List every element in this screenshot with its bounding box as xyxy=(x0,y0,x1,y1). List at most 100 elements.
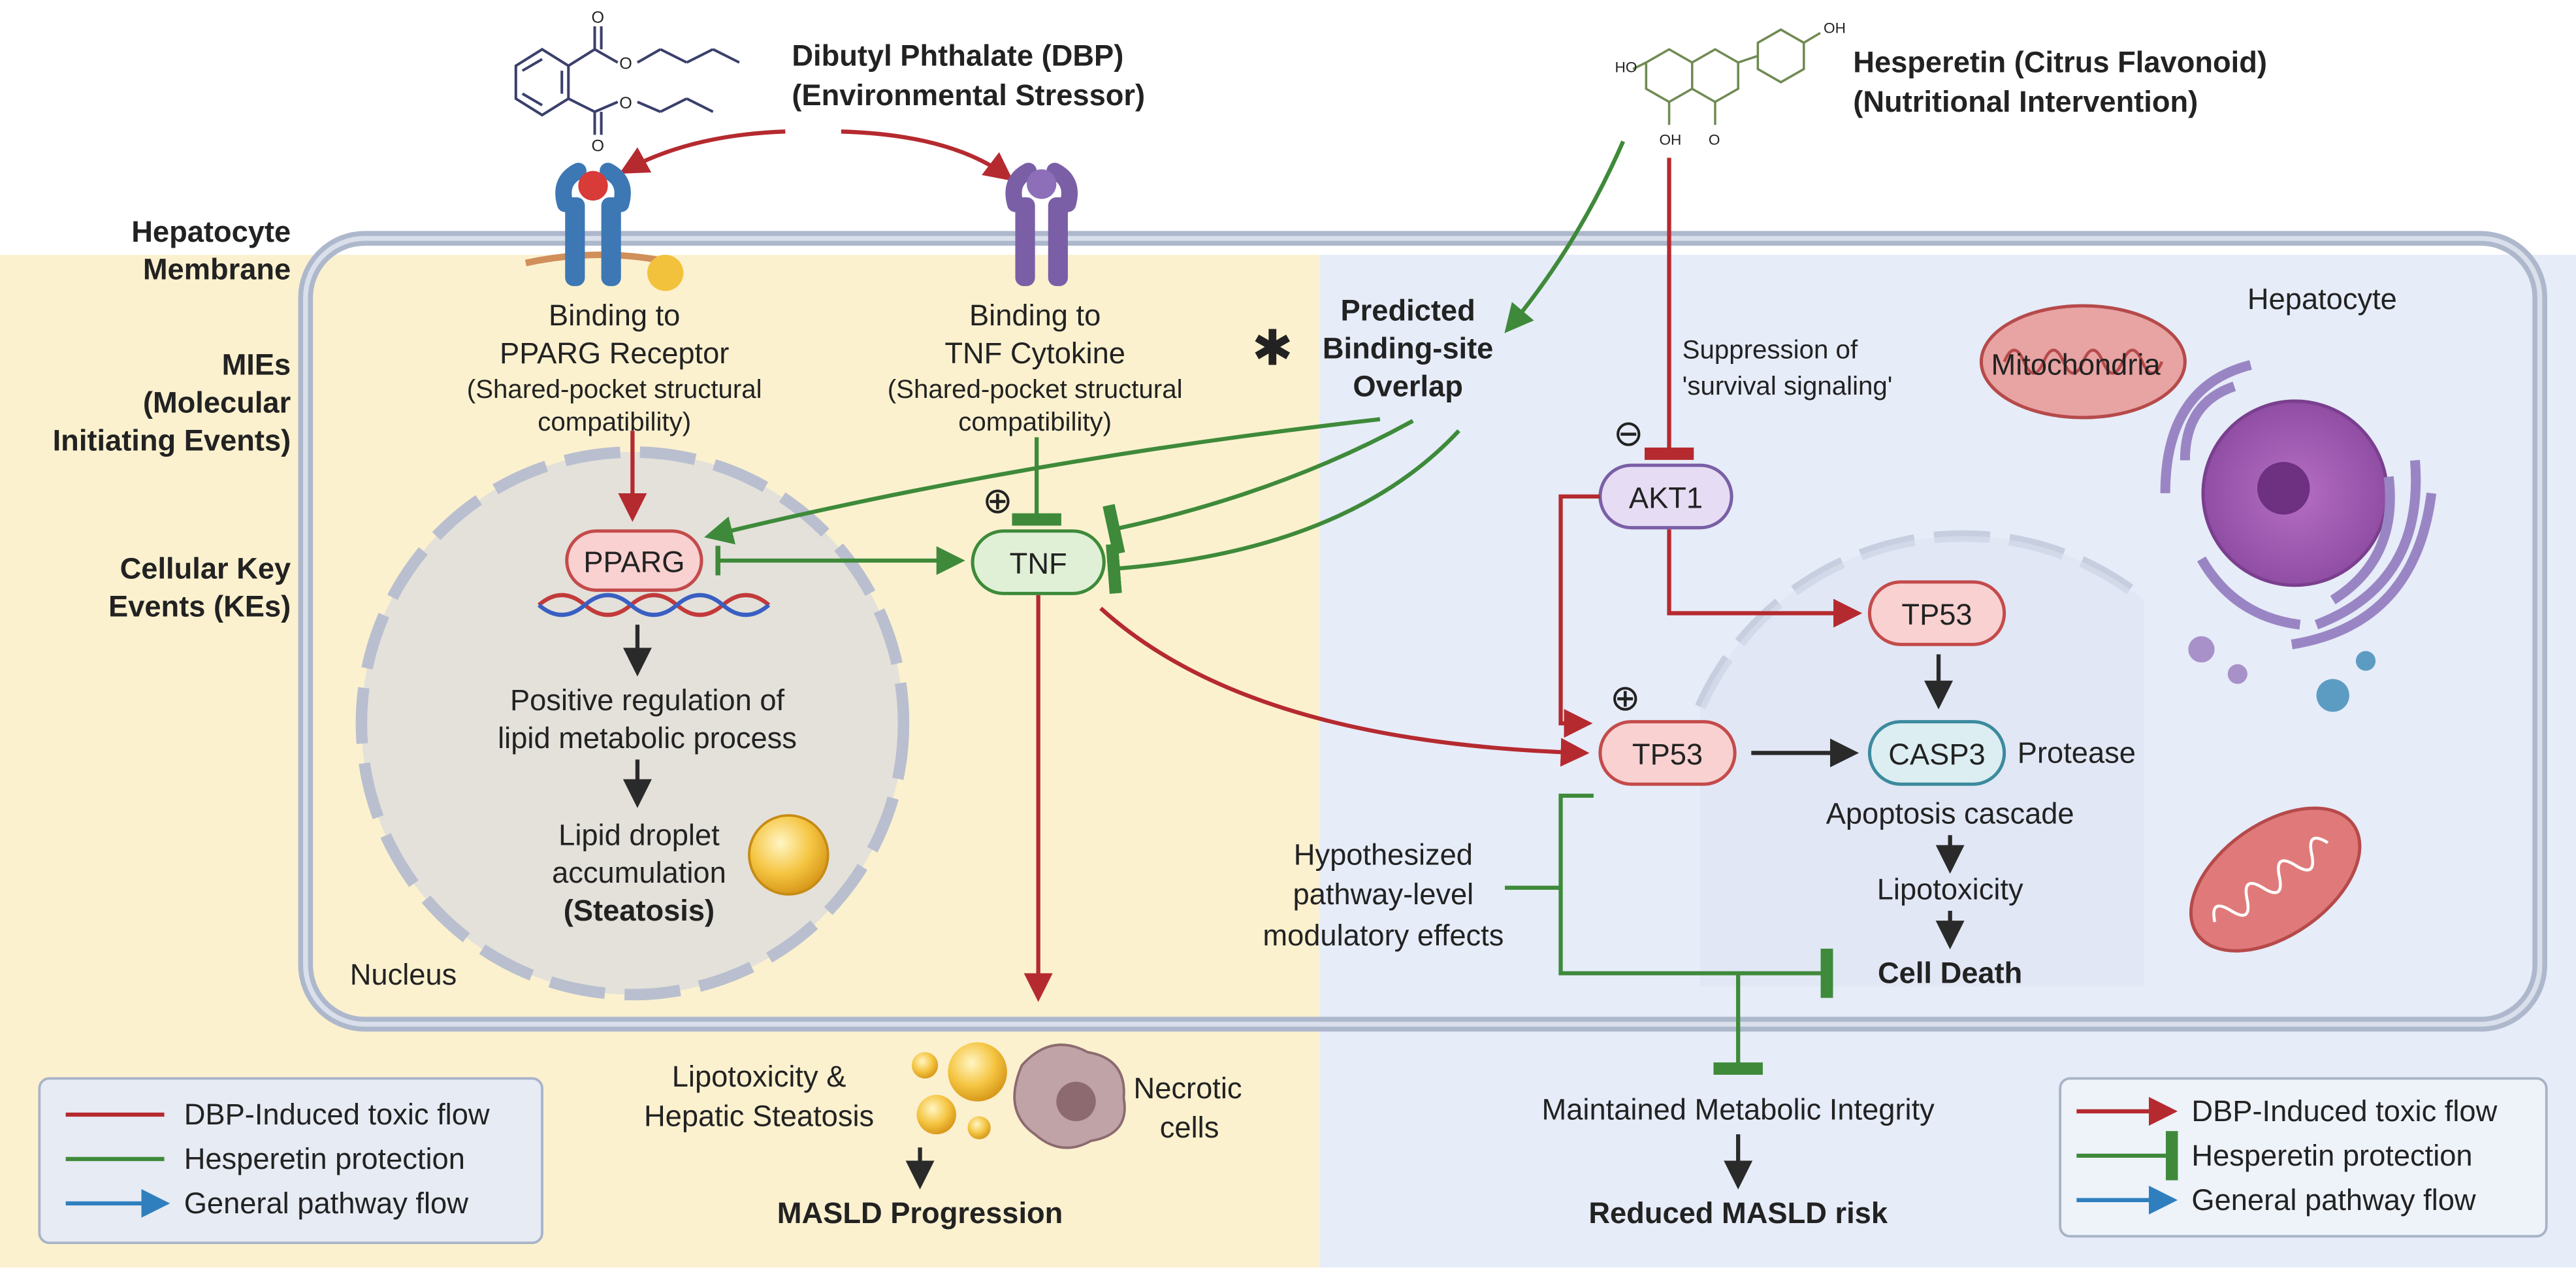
hesperetin-molecule xyxy=(1632,28,1821,125)
akt1-minus-sign: ⊖ xyxy=(1613,413,1643,453)
dbp-title: Dibutyl Phthalate (DBP) xyxy=(792,39,1123,73)
svg-text:Binding to: Binding to xyxy=(549,299,680,332)
svg-text:modulatory effects: modulatory effects xyxy=(1263,919,1504,952)
mie-tnf-text: Binding to TNF Cytokine (Shared-pocket s… xyxy=(888,299,1183,436)
er-nucleus-icon xyxy=(2160,360,2437,712)
svg-text:Lipid droplet: Lipid droplet xyxy=(558,818,720,851)
apoptosis-label: Apoptosis cascade xyxy=(1826,797,2074,830)
pparg-node xyxy=(565,529,703,592)
necrotic-line1: Necrotic xyxy=(1134,1072,1242,1105)
overlap-icon: ✱ xyxy=(1252,321,1293,376)
tnf-plus-sign: ⊕ xyxy=(982,480,1012,521)
nucleus-label: Nucleus xyxy=(350,958,457,991)
hesperetin-to-overlap-arrow xyxy=(1504,140,1625,333)
svg-text:Overlap: Overlap xyxy=(1353,369,1463,402)
lipid-droplet-icon xyxy=(748,814,829,896)
tp53-mid-node xyxy=(1598,720,1737,786)
row-label-kes-2: Events (KEs) xyxy=(108,590,291,623)
tnf-node-label: TNF xyxy=(1010,547,1067,580)
svg-text:lipid metabolic process: lipid metabolic process xyxy=(498,721,797,755)
akt1-to-tp53-top-arrow xyxy=(1667,529,1863,628)
tp53-top-label: TP53 xyxy=(1901,598,1972,631)
casp3-node-label: CASP3 xyxy=(1888,738,1985,771)
legend-right-toxic: DBP-Induced toxic flow xyxy=(2191,1094,2497,1128)
dna-icon xyxy=(537,593,771,617)
pparg-receptor-icon xyxy=(524,163,684,291)
dbp-atom-o3: O xyxy=(592,137,605,155)
lipotoxicity-label: Lipotoxicity xyxy=(1877,872,2023,906)
suppression-line2: 'survival signaling' xyxy=(1682,371,1893,401)
mitochondria-icon-bottom xyxy=(2189,806,2362,953)
row-label-kes-1: Cellular Key xyxy=(120,552,291,585)
svg-text:accumulation: accumulation xyxy=(552,856,726,889)
svg-text:(Steatosis): (Steatosis) xyxy=(564,894,715,927)
svg-text:compatibility): compatibility) xyxy=(538,407,691,436)
svg-text:Binding to: Binding to xyxy=(969,299,1101,332)
hesp-atom-oh1: OH xyxy=(1659,131,1681,148)
row-label-mies-3: Initiating Events) xyxy=(53,423,291,457)
overlap-text: Predicted Binding-site Overlap xyxy=(1323,294,1493,403)
necrotic-line2: cells xyxy=(1160,1111,1219,1144)
row-label-mies-1: MIEs xyxy=(222,348,291,382)
masld-progression: MASLD Progression xyxy=(777,1196,1063,1230)
legend-right-protect: Hesperetin protection xyxy=(2191,1139,2472,1172)
dbp-atom-o1: O xyxy=(592,8,605,27)
legend-right: DBP-Induced toxic flow Hesperetin protec… xyxy=(2059,1077,2548,1238)
overlap-to-tnf-inhibit-2 xyxy=(1106,429,1460,594)
svg-text:compatibility): compatibility) xyxy=(958,407,1112,436)
legend-left: DBP-Induced toxic flow Hesperetin protec… xyxy=(38,1077,543,1245)
dbp-subtitle: (Environmental Stressor) xyxy=(792,78,1145,112)
dbp-atom-o4: O xyxy=(619,94,632,112)
cell-death-label: Cell Death xyxy=(1878,957,2022,990)
outcome-left-line1: Lipotoxicity & xyxy=(672,1060,846,1093)
svg-text:pathway-level: pathway-level xyxy=(1293,877,1474,911)
overlap-to-pparg-arrow xyxy=(704,417,1381,545)
reduced-masld-risk: Reduced MASLD risk xyxy=(1588,1196,1888,1230)
hesp-atom-ho: HO xyxy=(1615,59,1637,76)
legend-left-protect: Hesperetin protection xyxy=(184,1142,465,1175)
protease-label: Protease xyxy=(2018,736,2136,770)
hesp-atom-oh2: OH xyxy=(1824,20,1846,36)
outcome-right-line1: Maintained Metabolic Integrity xyxy=(1542,1093,1935,1126)
svg-text:Predicted: Predicted xyxy=(1340,294,1475,327)
suppression-line1: Suppression of xyxy=(1682,335,1858,365)
lipid-regulation-text: Positive regulation of lipid metabolic p… xyxy=(498,683,797,755)
hepatocyte-label: Hepatocyte xyxy=(2247,282,2397,316)
tnf-to-tp53-arrow xyxy=(1099,606,1590,767)
outcome-lipid-droplets-icon xyxy=(911,1042,1007,1139)
akt1-node xyxy=(1598,463,1733,530)
svg-text:Hypothesized: Hypothesized xyxy=(1294,838,1473,872)
dbp-molecule xyxy=(514,26,740,135)
mitochondria-icon-top xyxy=(1979,304,2187,419)
hesperetin-title: Hesperetin (Citrus Flavonoid) xyxy=(1853,46,2267,79)
svg-text:(Shared-pocket structural: (Shared-pocket structural xyxy=(467,374,762,404)
row-label-membrane-2: Membrane xyxy=(143,253,291,286)
tp53-plus-sign: ⊕ xyxy=(1610,678,1640,718)
legend-left-toxic: DBP-Induced toxic flow xyxy=(184,1098,490,1131)
akt1-to-tp53-mid-arrow xyxy=(1558,494,1600,738)
tp53-top-node xyxy=(1867,580,2006,646)
dbp-to-tnf-arrow xyxy=(841,129,1014,182)
overlap-to-tnf-inhibit-1 xyxy=(1103,419,1414,555)
hypothesized-bracket xyxy=(1558,793,1833,998)
dbp-to-pparg-arrow xyxy=(619,129,786,174)
mie-pparg-text: Binding to PPARG Receptor (Shared-pocket… xyxy=(467,299,762,436)
hesperetin-subtitle: (Nutritional Intervention) xyxy=(1853,85,2198,118)
svg-text:(Shared-pocket structural: (Shared-pocket structural xyxy=(888,374,1183,404)
tp53-mid-label: TP53 xyxy=(1632,738,1703,771)
outcome-left-line2: Hepatic Steatosis xyxy=(644,1100,874,1133)
svg-text:PPARG Receptor: PPARG Receptor xyxy=(500,336,729,370)
pparg-node-label: PPARG xyxy=(583,546,684,579)
necrotic-cell-icon xyxy=(1013,1043,1126,1149)
legend-right-general: General pathway flow xyxy=(2191,1183,2476,1217)
lipid-droplet-text: Lipid droplet accumulation (Steatosis) xyxy=(552,818,726,927)
svg-text:Binding-site: Binding-site xyxy=(1323,332,1493,365)
mitochondria-label: Mitochondria xyxy=(1991,348,2161,382)
hypothesized-text: Hypothesized pathway-level modulatory ef… xyxy=(1263,838,1504,952)
row-label-mies-2: (Molecular xyxy=(143,386,291,419)
hesp-atom-o: O xyxy=(1709,131,1720,148)
akt1-node-label: AKT1 xyxy=(1629,481,1703,514)
casp3-node xyxy=(1867,720,2006,786)
dbp-atom-o2: O xyxy=(619,55,632,73)
